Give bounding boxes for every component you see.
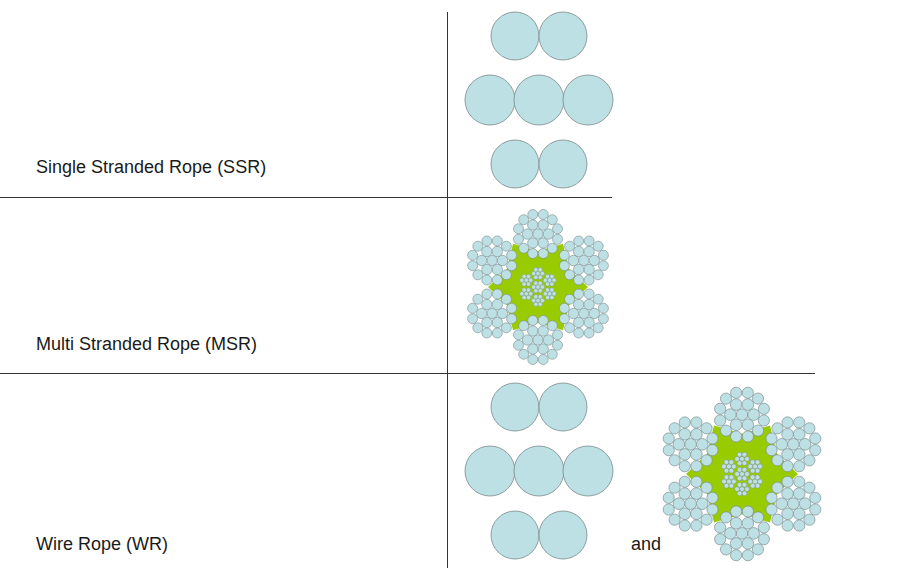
- row-label: Wire Rope (WR): [36, 534, 168, 556]
- multi-strand-section: [663, 387, 821, 561]
- multi-strand-section: [468, 209, 609, 364]
- conjunction-text: and: [631, 534, 661, 556]
- single-strand-section: [465, 12, 613, 188]
- row-label: Single Stranded Rope (SSR): [36, 157, 266, 179]
- row-label: Multi Stranded Rope (MSR): [36, 334, 257, 356]
- column-divider: [447, 12, 448, 568]
- single-strand-section: [465, 383, 613, 559]
- row-divider: [0, 197, 612, 198]
- row-divider: [0, 373, 815, 374]
